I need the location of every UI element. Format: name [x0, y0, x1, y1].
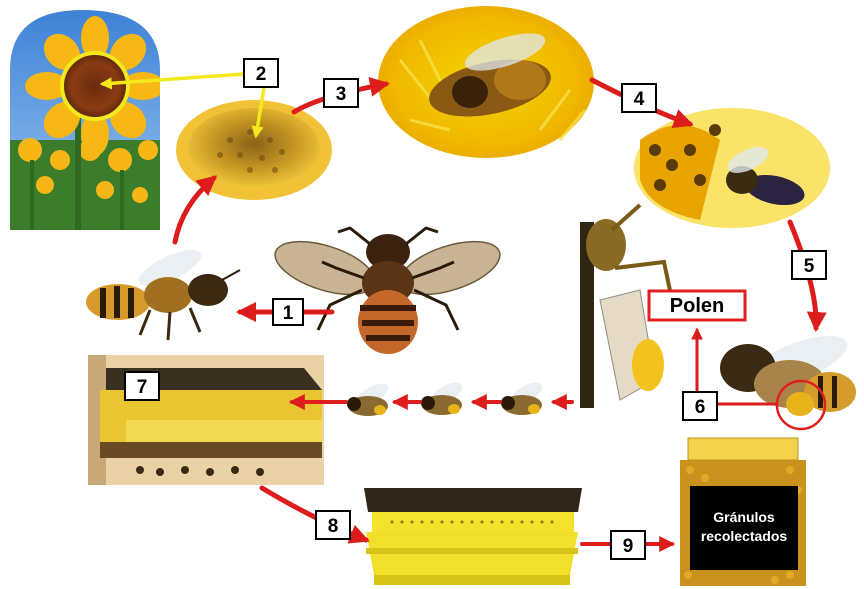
- sunflower-field-icon: [10, 10, 165, 230]
- bee-flying-icon: [86, 243, 240, 340]
- step-box-6: 6: [683, 392, 717, 420]
- bee-on-flower-icon: [378, 6, 594, 158]
- bee-returning-2-icon: [421, 378, 466, 415]
- step-box-4: 4: [622, 84, 656, 112]
- svg-text:Gránulos: Gránulos: [713, 509, 775, 525]
- svg-text:Polen: Polen: [670, 295, 724, 317]
- svg-text:1: 1: [283, 303, 294, 324]
- sunflower-head-icon: [176, 100, 332, 200]
- bee-approaching-flower-icon: [634, 108, 830, 228]
- svg-text:recolectados: recolectados: [701, 528, 788, 544]
- bee-with-pollen-basket-icon: [720, 326, 856, 429]
- svg-text:3: 3: [336, 84, 347, 105]
- polen-label: Polen: [649, 291, 745, 320]
- step-box-9: 9: [611, 531, 645, 559]
- bee-returning-1-icon: [347, 379, 392, 416]
- svg-text:6: 6: [695, 397, 706, 418]
- beehive-icon: [88, 355, 324, 485]
- step-box-1: 1: [273, 299, 303, 325]
- svg-text:9: 9: [623, 536, 634, 557]
- svg-text:7: 7: [137, 377, 148, 398]
- svg-text:4: 4: [634, 89, 645, 110]
- step-box-2: 2: [244, 59, 278, 87]
- step-box-8: 8: [316, 511, 350, 539]
- step-box-5: 5: [792, 251, 826, 279]
- bee-returning-3-icon: [501, 378, 546, 415]
- step-box-3: 3: [324, 79, 358, 107]
- svg-text:5: 5: [804, 256, 815, 277]
- pollen-trap-icon: [364, 488, 582, 585]
- svg-text:2: 2: [256, 64, 267, 85]
- step-box-7: 7: [125, 372, 159, 400]
- svg-text:8: 8: [328, 516, 339, 537]
- bee-drawing-icon: [269, 228, 507, 354]
